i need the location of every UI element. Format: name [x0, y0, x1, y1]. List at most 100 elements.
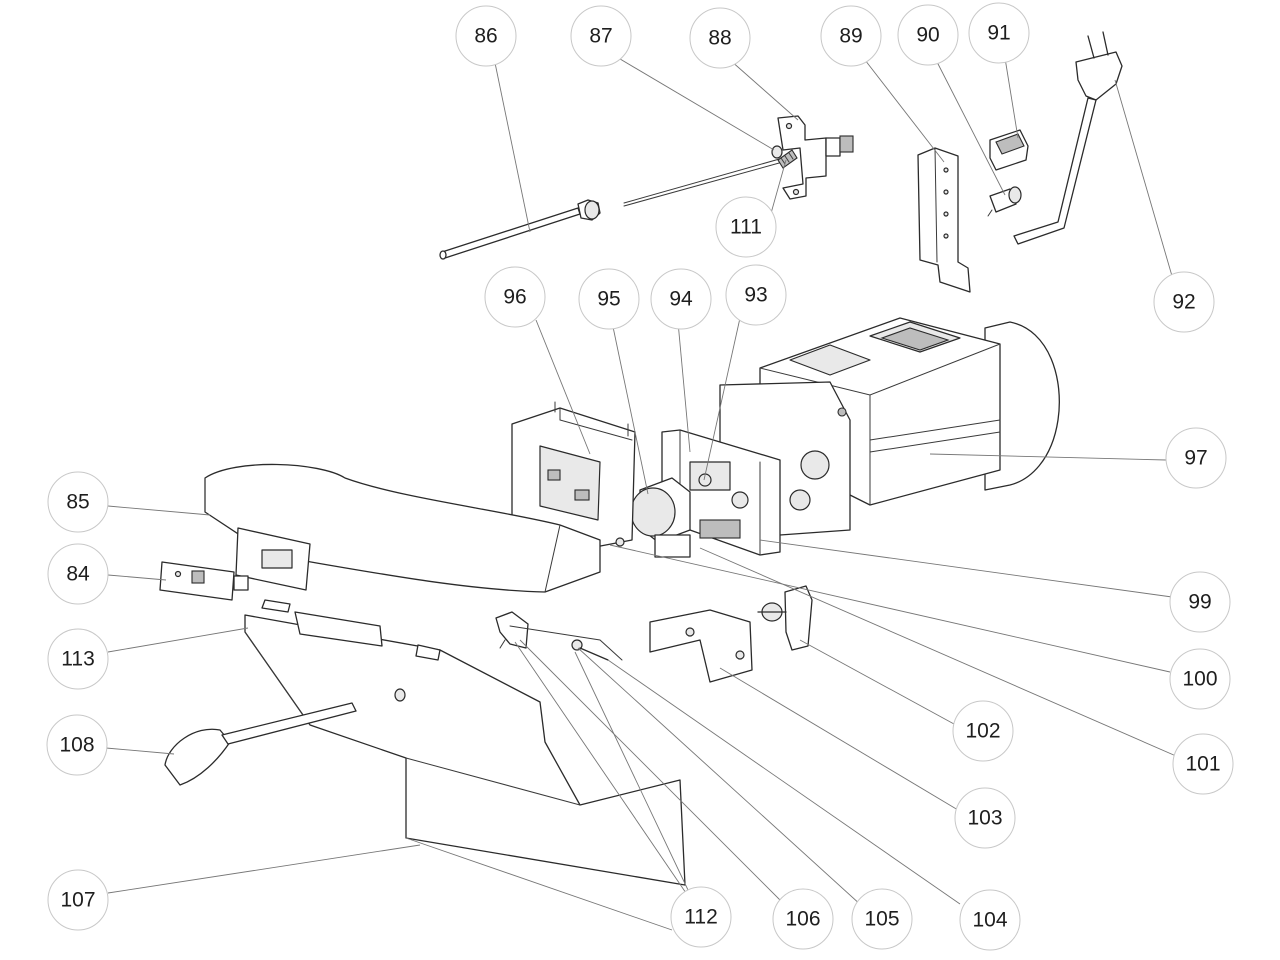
part-valve-plate-93-94 — [661, 429, 781, 556]
callout-circle — [570, 5, 632, 67]
callout-90: 90 — [897, 4, 959, 66]
callout-103: 103 — [954, 787, 1016, 849]
callout-88: 88 — [689, 7, 751, 69]
part-thermo-assembly-87-88-111 — [623, 115, 854, 207]
callout-93: 93 — [725, 264, 787, 326]
callout-99: 99 — [1169, 571, 1231, 633]
callout-label: 97 — [1184, 447, 1207, 470]
callout-label: 84 — [66, 563, 90, 586]
callout-label: 102 — [965, 720, 1000, 743]
callout-label: 104 — [972, 909, 1007, 932]
callout-circle — [772, 888, 834, 950]
callout-101: 101 — [1172, 733, 1234, 795]
callout-label: 106 — [785, 908, 820, 931]
callout-label: 107 — [60, 889, 95, 912]
callout-label: 99 — [1188, 591, 1211, 614]
part-rocker-switch-91 — [989, 129, 1029, 171]
part-control-module-96 — [511, 401, 636, 549]
callout-circle — [959, 889, 1021, 951]
callout-circle — [670, 886, 732, 948]
part-control-knob-95 — [630, 477, 691, 558]
callout-circle — [952, 700, 1014, 762]
callout-112: 112 — [670, 886, 732, 948]
part-hinge-89 — [917, 147, 971, 293]
callout-circle — [47, 628, 109, 690]
callout-circle — [650, 268, 712, 330]
callout-circle — [968, 2, 1030, 64]
callout-circle — [47, 543, 109, 605]
callout-circle — [820, 5, 882, 67]
callout-label: 90 — [916, 24, 939, 47]
callout-label: 100 — [1182, 668, 1217, 691]
leader-lines — [105, 55, 1177, 931]
callout-circle — [1169, 648, 1231, 710]
callout-89: 89 — [820, 5, 882, 67]
callout-label: 85 — [66, 491, 89, 514]
callout-97: 97 — [1165, 427, 1227, 489]
part-power-cord-92 — [1013, 31, 1123, 245]
callout-label: 94 — [669, 288, 693, 311]
callout-circle — [1169, 571, 1231, 633]
callout-label: 92 — [1172, 291, 1195, 314]
callout-96: 96 — [484, 266, 546, 328]
callout-label: 87 — [589, 25, 612, 48]
callout-label: 105 — [864, 908, 899, 931]
part-burner-head-85 — [204, 463, 601, 593]
callout-111: 111 — [715, 196, 777, 258]
callout-circle — [578, 268, 640, 330]
callout-circle — [897, 4, 959, 66]
callout-label: 113 — [61, 648, 94, 671]
callout-circle — [46, 714, 108, 776]
callout-circle — [1165, 427, 1227, 489]
callout-label: 103 — [967, 807, 1002, 830]
part-small-plate-84 — [159, 561, 249, 601]
part-handle-108 — [164, 702, 357, 786]
callout-label: 88 — [708, 27, 731, 50]
callout-circle — [851, 888, 913, 950]
callout-circle — [689, 7, 751, 69]
callout-label: 93 — [744, 284, 767, 307]
callout-label: 96 — [503, 286, 526, 309]
callout-label: 112 — [684, 906, 717, 929]
callout-87: 87 — [570, 5, 632, 67]
callout-107: 107 — [47, 869, 109, 931]
callout-circle — [715, 196, 777, 258]
callout-102: 102 — [952, 700, 1014, 762]
part-shield-plate-107-113 — [244, 599, 686, 886]
callout-circle — [725, 264, 787, 326]
callout-label: 111 — [730, 216, 762, 239]
part-motor-97 — [719, 317, 1060, 536]
callout-circle — [484, 266, 546, 328]
callout-85: 85 — [47, 471, 109, 533]
callout-113: 113 — [47, 628, 109, 690]
callout-label: 91 — [987, 22, 1010, 45]
callout-84: 84 — [47, 543, 109, 605]
callout-label: 108 — [59, 734, 94, 757]
callout-label: 95 — [597, 288, 620, 311]
callout-106: 106 — [772, 888, 834, 950]
callout-100: 100 — [1169, 648, 1231, 710]
callout-circle — [1153, 271, 1215, 333]
callout-104: 104 — [959, 889, 1021, 951]
part-rod-86 — [439, 199, 601, 260]
callout-86: 86 — [455, 5, 517, 67]
callout-circle — [1172, 733, 1234, 795]
callout-108: 108 — [46, 714, 108, 776]
callout-label: 101 — [1185, 753, 1220, 776]
part-bracket-103 — [649, 609, 753, 683]
callout-label: 89 — [839, 25, 862, 48]
callout-circle — [455, 5, 517, 67]
callout-circle — [47, 471, 109, 533]
callout-94: 94 — [650, 268, 712, 330]
callout-label: 86 — [474, 25, 497, 48]
part-lamp-90 — [987, 186, 1022, 217]
callout-91: 91 — [968, 2, 1030, 64]
callout-92: 92 — [1153, 271, 1215, 333]
callout-circle — [47, 869, 109, 931]
callout-105: 105 — [851, 888, 913, 950]
callout-95: 95 — [578, 268, 640, 330]
part-small-hardware-104-105-106-112 — [495, 611, 623, 661]
part-micro-switch-102 — [757, 585, 813, 651]
callout-circle — [954, 787, 1016, 849]
